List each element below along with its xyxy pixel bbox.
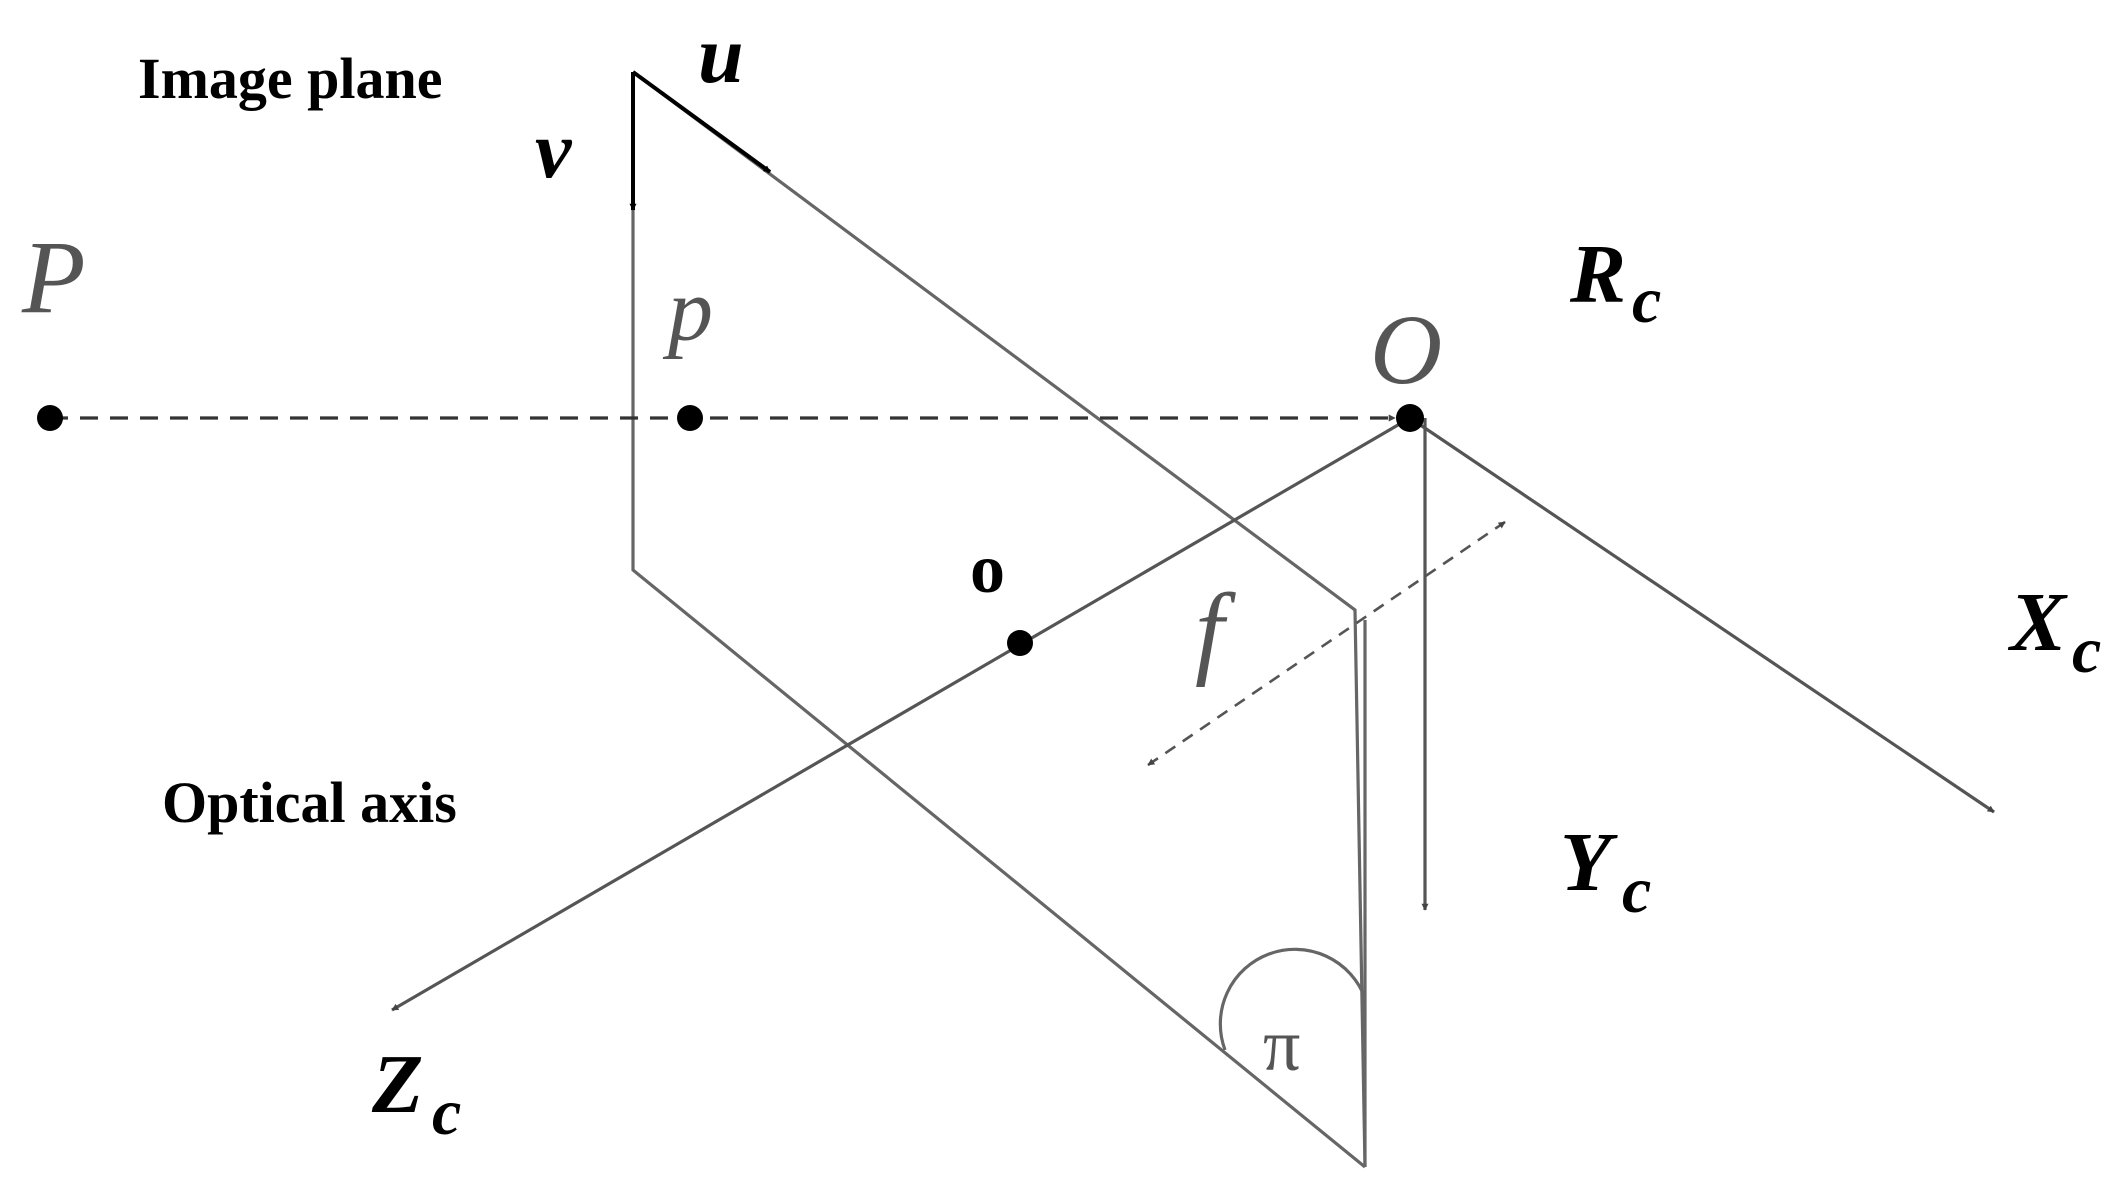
point-O — [1396, 404, 1424, 432]
image-plane-outline — [631, 70, 1367, 1169]
R-subscript: c — [1632, 264, 1661, 337]
focal-length-arrow — [1147, 520, 1506, 767]
Y-subscript: c — [1622, 854, 1651, 927]
Y-c-label: Y c — [1560, 816, 1651, 927]
u-axis-arrow — [631, 70, 772, 174]
x-axis-arrow — [1409, 416, 1995, 814]
R-c-label: R c — [1569, 228, 1661, 337]
optical-axis-label: Optical axis — [162, 770, 457, 835]
point-P — [37, 405, 63, 431]
Z-c-label: Z c — [371, 1038, 461, 1149]
X-subscript: c — [2072, 614, 2101, 687]
Z-subscript: c — [432, 1076, 461, 1149]
O-label: O — [1370, 294, 1442, 405]
pi-label: π — [1263, 1005, 1300, 1087]
image-plane-left-edge — [631, 72, 1367, 1169]
Y-label: Y — [1560, 816, 1618, 909]
image-plane-top-edge — [632, 70, 1367, 1168]
z-axis-arrow — [391, 416, 1411, 1012]
o-label: o — [970, 531, 1005, 608]
image-plane-label: Image plane — [138, 46, 443, 111]
angle-arc — [1218, 947, 1367, 1051]
point-o — [1007, 630, 1033, 656]
Z-label: Z — [371, 1038, 423, 1131]
R-label: R — [1569, 228, 1626, 321]
P-label: P — [21, 220, 86, 335]
p-label: p — [662, 261, 713, 360]
f-label: f — [1195, 573, 1236, 688]
X-c-label: X c — [2007, 576, 2101, 687]
u-label: u — [698, 9, 744, 100]
X-label: X — [2007, 576, 2068, 669]
v-label: v — [535, 104, 573, 195]
point-p — [677, 405, 703, 431]
